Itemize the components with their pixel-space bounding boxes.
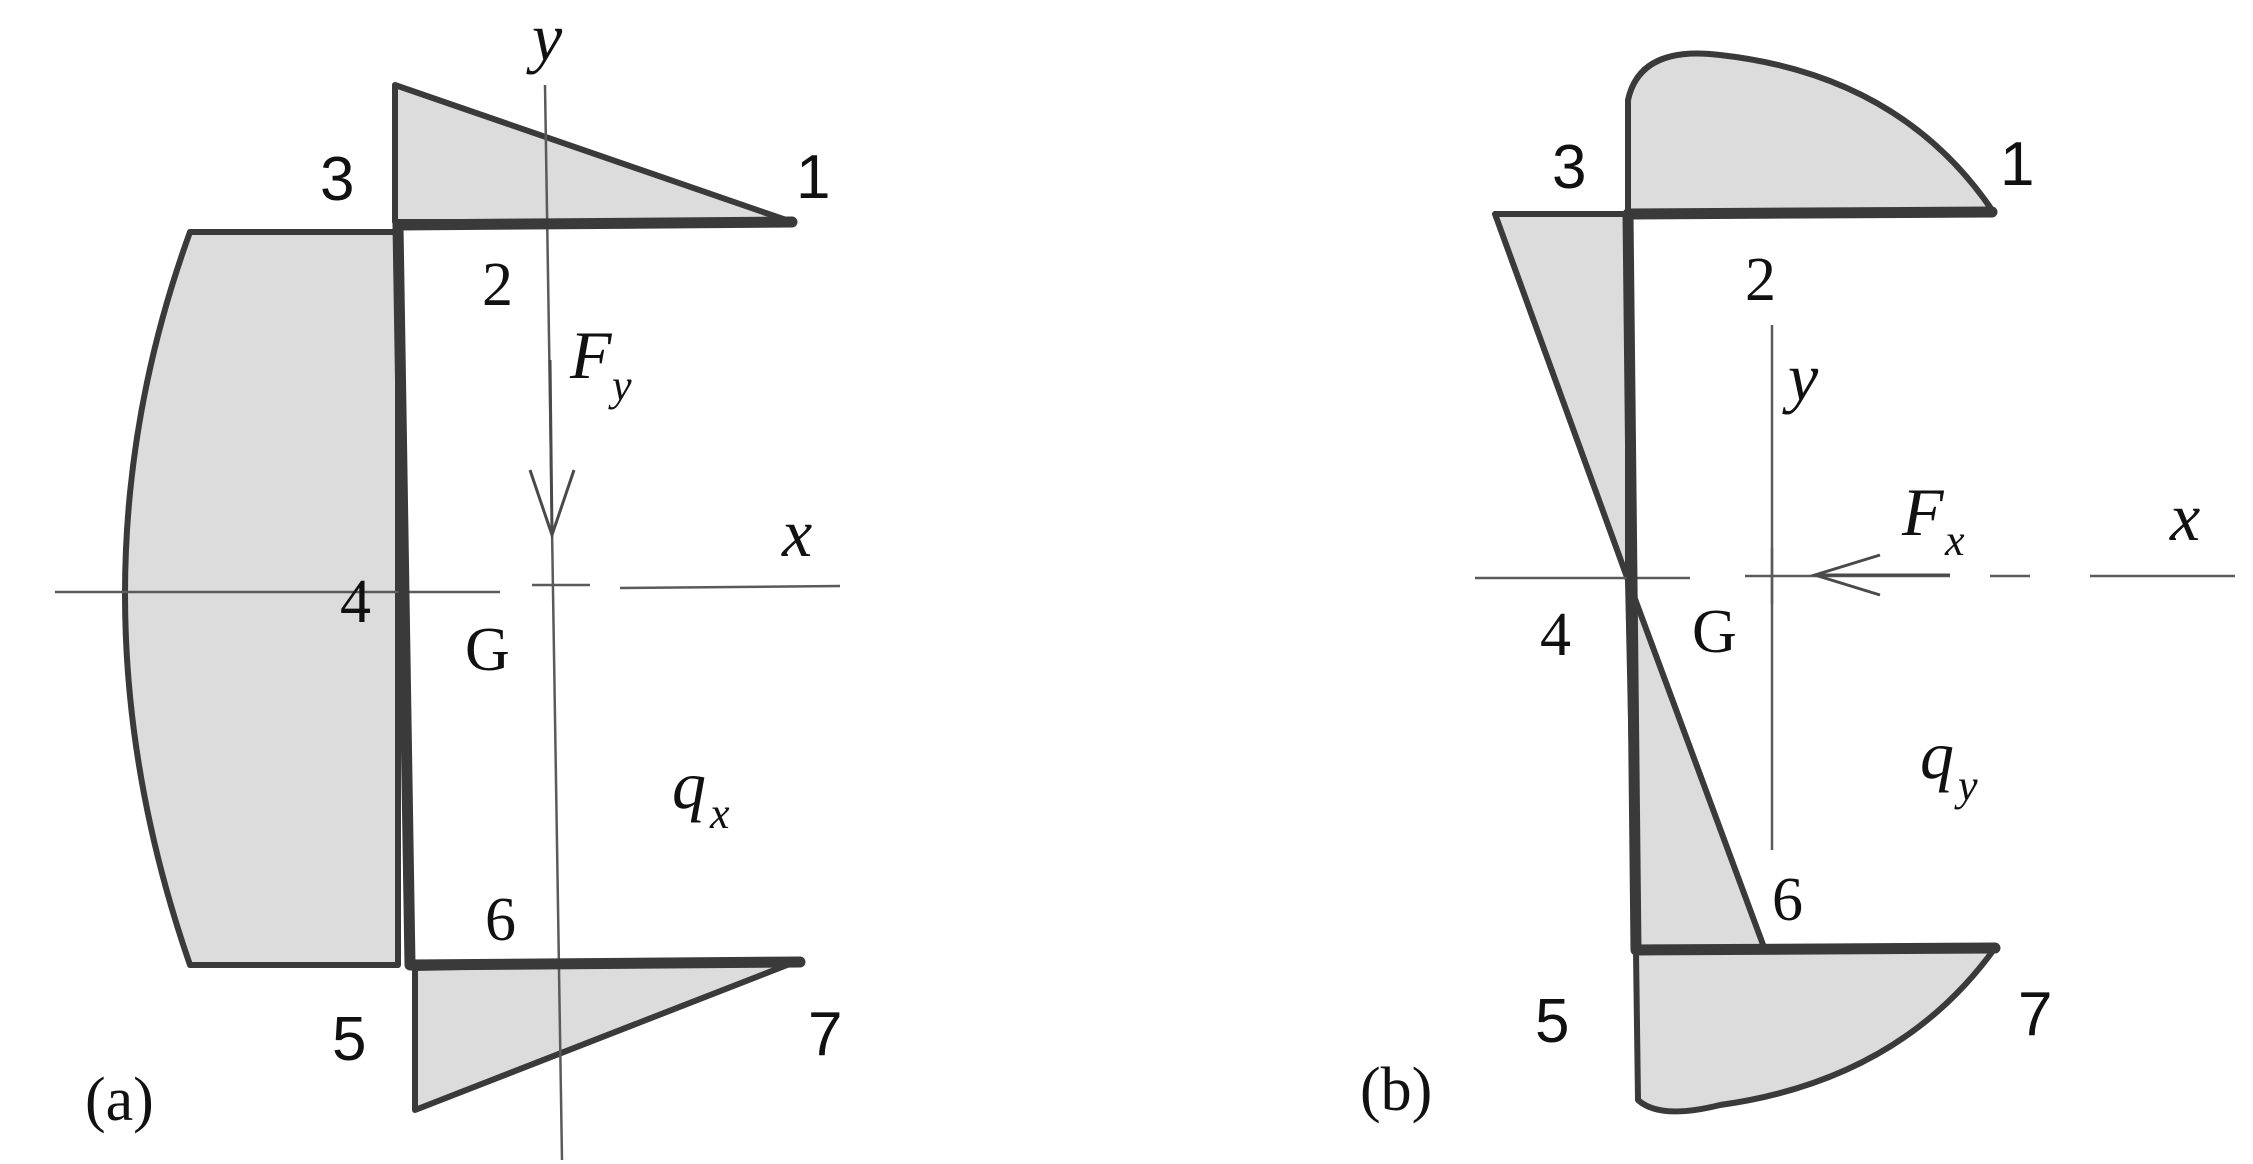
- svg-text:F: F: [569, 317, 613, 393]
- centroid-label-a: G: [465, 616, 510, 684]
- flow-label-qx: q x: [672, 747, 730, 838]
- svg-text:x: x: [709, 789, 730, 838]
- force-label-fx: F x: [1901, 474, 1965, 565]
- point-label-2-a: 2: [482, 251, 513, 319]
- point-label-4-b: 4: [1540, 601, 1571, 669]
- point-label-4-a: 4: [340, 568, 371, 636]
- section-b: [1622, 206, 2001, 956]
- flow-region-bottom-flange-a: [412, 957, 803, 1113]
- flow-region-bottom-flange-b: [1633, 945, 1998, 1115]
- svg-text:q: q: [672, 747, 706, 823]
- flow-region-web-a: [122, 229, 401, 968]
- point-label-1-b: 1: [2000, 130, 2034, 199]
- caption-a: (a): [85, 1066, 154, 1134]
- point-label-2-b: 2: [1745, 246, 1776, 314]
- flow-region-web-upper-b: [1492, 211, 1631, 583]
- point-label-6-a: 6: [485, 886, 516, 954]
- section-a: [392, 216, 806, 971]
- force-arrow-fx: [1809, 553, 1950, 597]
- svg-text:q: q: [1920, 717, 1954, 793]
- svg-text:y: y: [608, 361, 632, 410]
- x-axis-a-right: [619, 584, 841, 590]
- svg-text:y: y: [1954, 761, 1978, 810]
- point-label-5-b: 5: [1535, 987, 1569, 1056]
- point-label-3-a: 3: [320, 145, 354, 214]
- centroid-label-b: G: [1692, 598, 1737, 666]
- point-label-7-a: 7: [808, 1000, 842, 1069]
- y-axis-label-b: y: [1782, 339, 1819, 415]
- svg-text:x: x: [1944, 516, 1965, 565]
- y-axis-a: [543, 84, 564, 1161]
- force-arrow-fy: [528, 359, 576, 540]
- caption-b: (b): [1360, 1056, 1432, 1124]
- point-label-5-a: 5: [332, 1005, 366, 1074]
- x-axis-label-a: x: [781, 495, 812, 571]
- diagram-a: 1 2 3 4 5 6 7 y x G F y q x (a): [55, 0, 842, 1161]
- y-axis-label-a: y: [526, 0, 563, 75]
- flow-region-top-flange-b: [1625, 50, 1995, 217]
- flow-label-qy: q y: [1920, 717, 1978, 810]
- point-label-1-a: 1: [796, 143, 830, 212]
- flow-region-top-flange-a: [392, 82, 795, 225]
- x-axis-label-b: x: [2169, 479, 2200, 555]
- point-label-7-b: 7: [2018, 980, 2052, 1049]
- force-label-fy: F y: [569, 317, 632, 410]
- diagram-b: 1 2 3 4 5 6 7 y x G F x q y (b): [1360, 50, 2235, 1124]
- point-label-3-b: 3: [1552, 133, 1586, 202]
- point-label-6-b: 6: [1772, 866, 1803, 934]
- svg-text:F: F: [1901, 474, 1945, 550]
